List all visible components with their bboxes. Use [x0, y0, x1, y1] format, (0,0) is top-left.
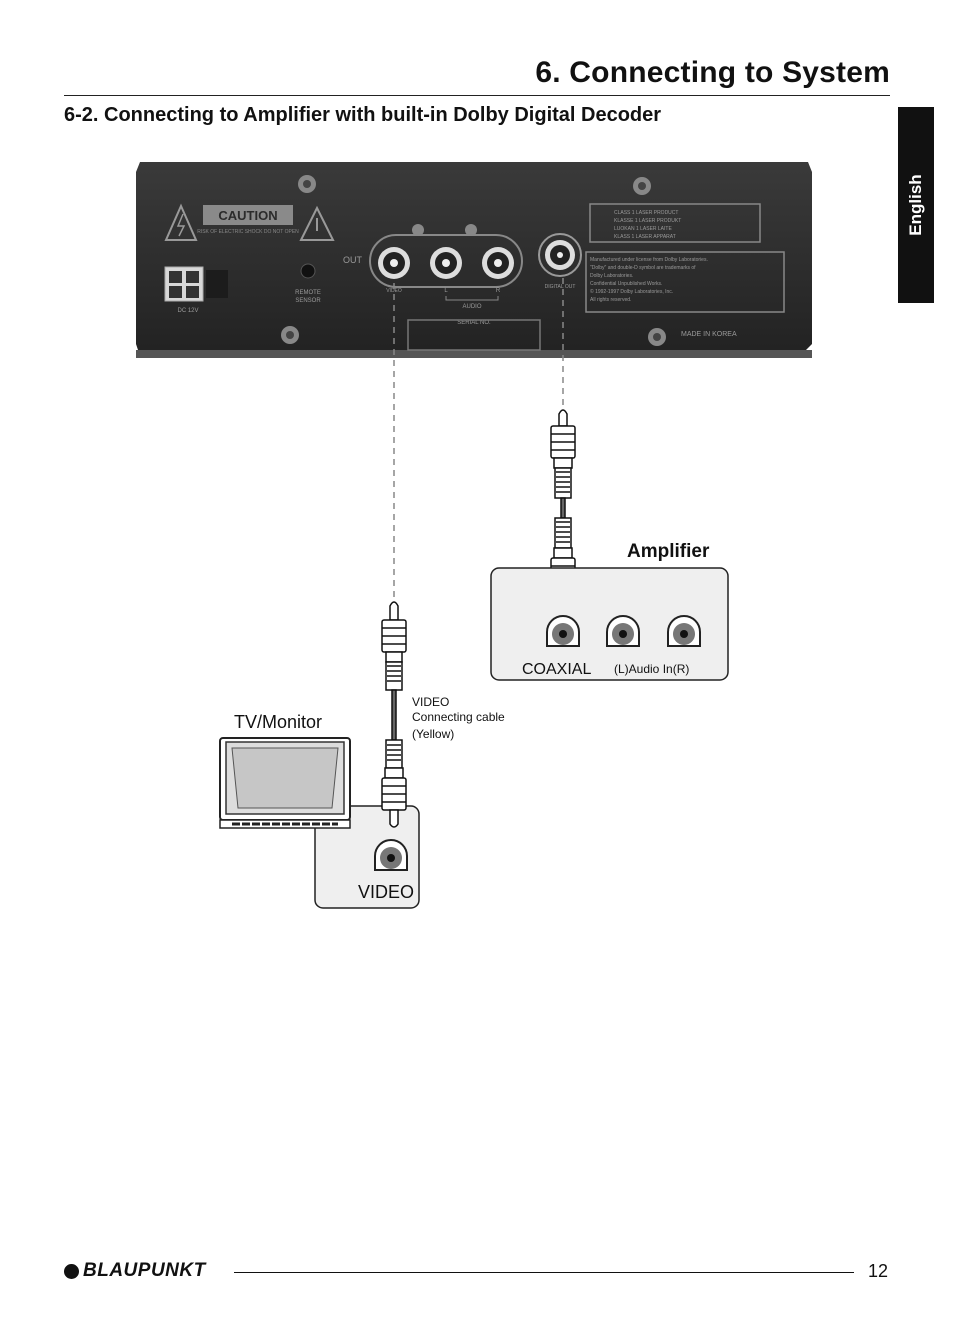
language-tab[interactable]: English: [898, 107, 934, 303]
warning-exclamation-icon: [299, 205, 335, 241]
screw-icon: [465, 224, 477, 236]
serial-label: SERIAL NO.: [457, 320, 491, 326]
cable-label-line3: (Yellow): [412, 727, 454, 741]
remote-label-1: REMOTE: [295, 290, 321, 296]
remote-sensor: [300, 263, 316, 279]
screw-icon: [412, 224, 424, 236]
dc-label: DC 12V: [177, 308, 198, 314]
cable-label-line1: VIDEO: [412, 695, 449, 709]
coaxial-label: COAXIAL: [522, 661, 591, 678]
brand-dot-icon: [64, 1263, 79, 1279]
remote-label-2: SENSOR: [295, 298, 321, 304]
laser-label-plate: [589, 203, 761, 243]
amplifier-title: Amplifier: [627, 541, 710, 562]
section-title: 6-2. Connecting to Amplifier with built-…: [64, 104, 662, 126]
video-cable-tv-plug: [381, 777, 407, 828]
tv-monitor-icon: [219, 737, 351, 829]
amp-coaxial-jack: [546, 615, 580, 647]
tv-title: TV/Monitor: [234, 712, 322, 732]
warning-shock-icon: [164, 203, 198, 241]
dolby-line: Dolby Laboratories.: [590, 273, 633, 279]
laser-line: KLASSE 1 LASER PRODUKT: [614, 218, 681, 224]
digital-out-label: DIGITAL OUT: [545, 284, 576, 290]
audio-l-label: L: [444, 288, 448, 294]
audio-in-label: (L)Audio In(R): [614, 662, 689, 676]
out-label: OUT: [343, 255, 363, 265]
caution-label: CAUTION: [218, 208, 277, 223]
dolby-line: "Dolby" and double-D symbol are trademar…: [590, 265, 696, 271]
serial-plate: [407, 319, 541, 351]
video-out-jack: [378, 247, 410, 279]
brand-logo: BLAUPUNKT: [64, 1260, 206, 1282]
page-number: 12: [868, 1261, 889, 1281]
laser-line: LUOKAN 1 LASER LAITE: [614, 226, 672, 232]
caution-sublabel: RISK OF ELECTRIC SHOCK DO NOT OPEN: [197, 229, 299, 235]
audio-r-label: R: [496, 288, 501, 294]
amp-audio-l-jack: [606, 615, 640, 647]
audio-out-l-jack: [430, 247, 462, 279]
tv-video-label: VIDEO: [358, 882, 414, 902]
chapter-title: 6. Connecting to System: [535, 56, 890, 89]
laser-line: KLASS 1 LASER APPARAT: [614, 234, 676, 240]
dolby-line: Manufactured under license from Dolby La…: [590, 257, 708, 263]
connection-diagram: CAUTION RISK OF ELECTRIC SHOCK DO NOT OP…: [136, 162, 812, 909]
digital-coaxial-out-jack: [538, 233, 582, 277]
laser-line: CLASS 1 LASER PRODUCT: [614, 210, 678, 216]
tv-video-box: [314, 805, 420, 909]
dolby-line: Confidential Unpublished Works.: [590, 281, 662, 287]
player-back-panel: CAUTION RISK OF ELECTRIC SHOCK DO NOT OP…: [136, 162, 812, 358]
dolby-label-plate: [585, 251, 785, 313]
cable-label-line2: Connecting cable: [412, 710, 505, 724]
amp-audio-r-jack: [667, 615, 701, 647]
dolby-line: All rights reserved.: [590, 297, 631, 303]
title-rule: [64, 95, 890, 96]
brand-name: BLAUPUNKT: [83, 1260, 206, 1281]
video-cable: [381, 601, 407, 779]
dolby-line: © 1992-1997 Dolby Laboratories, Inc.: [590, 288, 673, 295]
audio-label: AUDIO: [462, 304, 481, 310]
tv-video-jack: [374, 839, 408, 871]
video-out-label: VIDEO: [386, 288, 402, 294]
audio-out-r-jack: [482, 247, 514, 279]
made-in-label: MADE IN KOREA: [681, 331, 737, 338]
footer-rule: [234, 1272, 854, 1273]
